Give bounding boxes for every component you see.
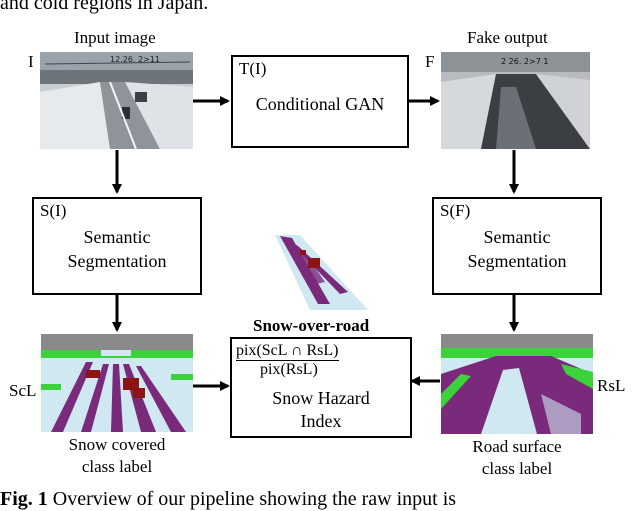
road-label-caption-line2: class label xyxy=(481,459,553,478)
input-image: 12.26. 2>11 xyxy=(40,52,193,149)
svg-text:2 26. 2>7 1: 2 26. 2>7 1 xyxy=(501,57,548,66)
seg-output-tag: S(F) xyxy=(440,201,471,220)
seg-input-line1: Semantic xyxy=(83,227,151,247)
snow-label-tag: ScL xyxy=(9,381,37,400)
svg-text:12.26. 2>11: 12.26. 2>11 xyxy=(110,55,160,64)
seg-input-tag: S(I) xyxy=(40,201,67,220)
input-image-tag: I xyxy=(28,52,34,71)
seg-input-line2: Segmentation xyxy=(67,251,167,271)
hazard-numerator: pix(ScL ∩ RsL) xyxy=(236,342,339,361)
conditional-gan-box: T(I) Conditional GAN xyxy=(231,55,409,148)
snow-over-road-title: Snow-over-road xyxy=(253,316,370,335)
snow-covered-class-image xyxy=(41,334,193,432)
snow-hazard-index-box: pix(ScL ∩ RsL) pix(RsL) Snow Hazard Inde… xyxy=(230,337,412,438)
figure-caption-text: Overview of our pipeline showing the raw… xyxy=(47,488,457,510)
fake-output-title: Fake output xyxy=(467,28,548,47)
gan-tag: T(I) xyxy=(239,59,267,78)
figure-caption-label: Fig. 1 xyxy=(0,488,48,510)
hazard-denominator: pix(RsL) xyxy=(260,361,318,378)
road-surface-class-image xyxy=(441,334,593,434)
seg-output-line2: Segmentation xyxy=(467,251,567,271)
header-fragment: and cold regions in Japan. xyxy=(0,0,209,14)
fake-output-tag: F xyxy=(425,52,435,71)
semantic-segmentation-input-box: S(I) Semantic Segmentation xyxy=(32,197,202,295)
snow-label-caption-line2: class label xyxy=(81,457,153,476)
fake-output-image: 2 26. 2>7 1 xyxy=(441,52,590,149)
snow-label-caption-line1: Snow covered xyxy=(68,435,166,454)
seg-output-line1: Semantic xyxy=(483,227,551,247)
semantic-segmentation-output-box: S(F) Semantic Segmentation xyxy=(432,197,602,295)
figure-caption: Fig. 1 Overview of our pipeline showing … xyxy=(0,488,456,511)
input-image-title: Input image xyxy=(74,28,156,47)
road-label-tag: RsL xyxy=(597,376,626,395)
hazard-label-line2: Index xyxy=(300,411,342,431)
road-label-caption-line1: Road surface xyxy=(472,437,562,456)
snow-over-road-image xyxy=(270,232,370,312)
hazard-label-line1: Snow Hazard xyxy=(272,388,370,408)
gan-label: Conditional GAN xyxy=(255,94,385,114)
